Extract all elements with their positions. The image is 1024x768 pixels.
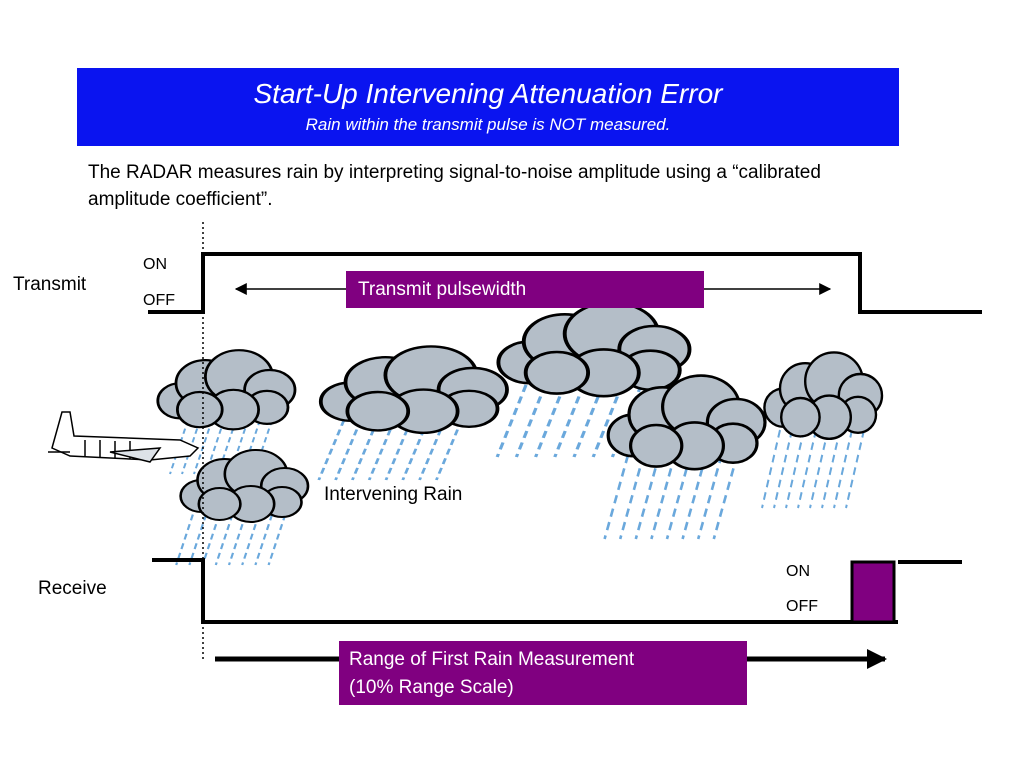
range-measurement-box: Range of First Rain Measurement (10% Ran… <box>339 641 747 705</box>
header-banner: Start-Up Intervening Attenuation Error R… <box>77 68 899 146</box>
cloud-5 <box>763 351 884 440</box>
receive-on-label: ON <box>786 563 810 580</box>
range-line-1: Range of First Rain Measurement <box>349 649 635 670</box>
receive-on-pulse <box>850 560 896 624</box>
description-text: The RADAR measures rain by interpreting … <box>88 162 821 210</box>
transmit-waveform <box>148 252 982 314</box>
cloud-4 <box>606 374 767 471</box>
receive-waveform <box>152 558 898 624</box>
aircraft-icon <box>48 411 200 463</box>
receive-off-label: OFF <box>786 598 818 615</box>
receive-label: Receive <box>38 578 107 599</box>
range-line-2: (10% Range Scale) <box>349 677 514 698</box>
cloud-6 <box>179 448 310 524</box>
transmit-pulsewidth-label: Transmit pulsewidth <box>358 279 527 300</box>
cloud-3 <box>496 300 692 399</box>
transmit-label: Transmit <box>13 274 87 295</box>
cloud-2 <box>318 344 509 435</box>
page-title: Start-Up Intervening Attenuation Error <box>253 78 723 109</box>
cloud-1 <box>156 348 297 431</box>
transmit-off-label: OFF <box>143 292 175 309</box>
intervening-rain-label: Intervening Rain <box>324 484 463 505</box>
transmit-on-label: ON <box>143 256 167 273</box>
page-subtitle: Rain within the transmit pulse is NOT me… <box>305 115 671 134</box>
transmit-pulsewidth-box: Transmit pulsewidth <box>346 271 704 308</box>
